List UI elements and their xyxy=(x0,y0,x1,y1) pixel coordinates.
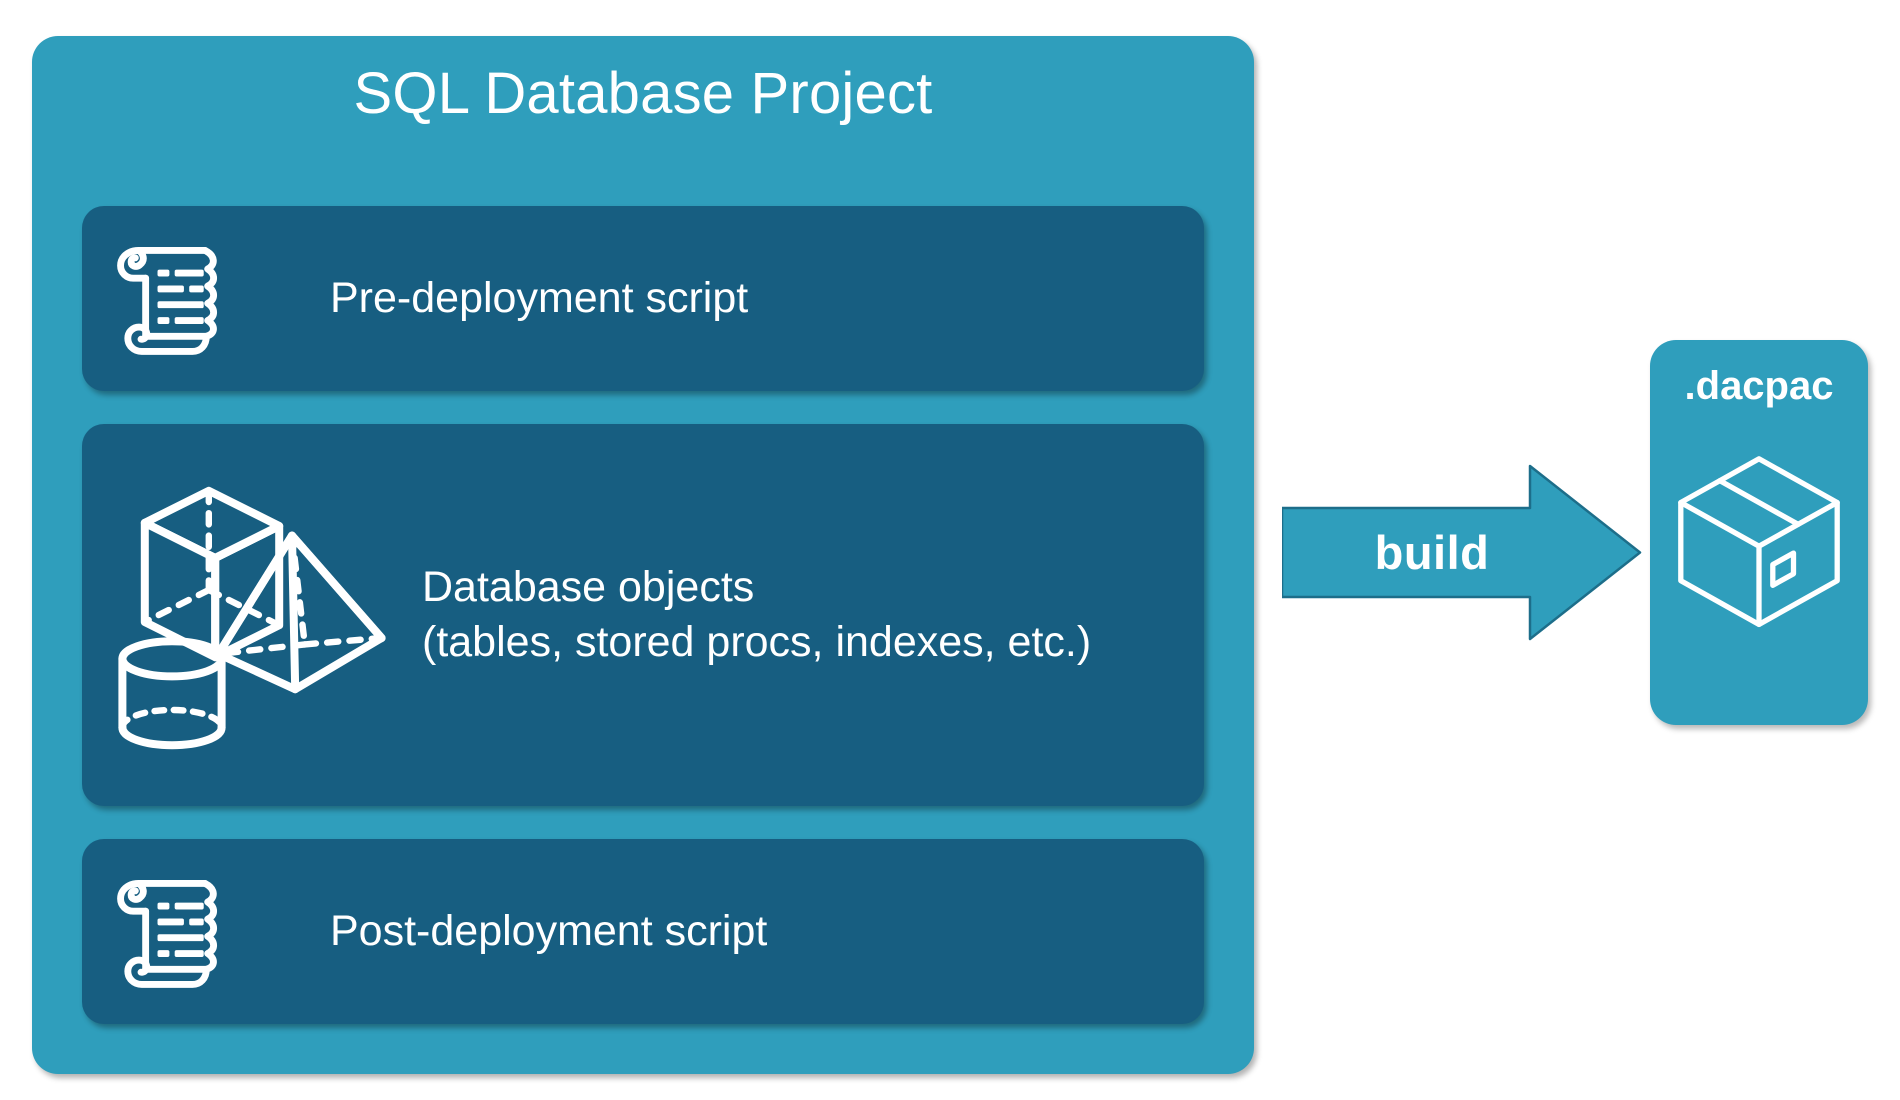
row-database-objects-label-line1: Database objects xyxy=(422,562,755,611)
row-database-objects-label-line2: (tables, stored procs, indexes, etc.) xyxy=(422,618,1092,666)
row-pre-deployment-script[interactable]: Pre-deployment script xyxy=(82,206,1204,391)
dacpac-output-card: .dacpac xyxy=(1650,340,1868,725)
shapes-icon xyxy=(118,486,386,750)
scroll-icon xyxy=(117,880,218,988)
row-post-deployment-label: Post-deployment script xyxy=(330,906,768,955)
row-post-deployment-script[interactable]: Post-deployment script xyxy=(82,839,1204,1024)
scroll-icon xyxy=(117,247,218,355)
row-pre-deployment-label: Pre-deployment script xyxy=(330,273,749,322)
pyramid-icon xyxy=(214,531,386,694)
build-arrow-label: build xyxy=(1374,526,1490,579)
row-database-objects[interactable]: Database objects (tables, stored procs, … xyxy=(82,424,1204,806)
dacpac-title: .dacpac xyxy=(1684,364,1834,408)
cylinder-icon xyxy=(118,637,226,750)
row-database-objects-label: Database objects (tables, stored procs, … xyxy=(422,424,1091,806)
package-box-icon xyxy=(1678,456,1840,628)
arrow-right-icon xyxy=(1282,464,1642,641)
sql-database-project-card: SQL Database Project xyxy=(32,36,1254,1074)
cube-icon xyxy=(140,486,284,662)
project-title: SQL Database Project xyxy=(353,61,933,126)
